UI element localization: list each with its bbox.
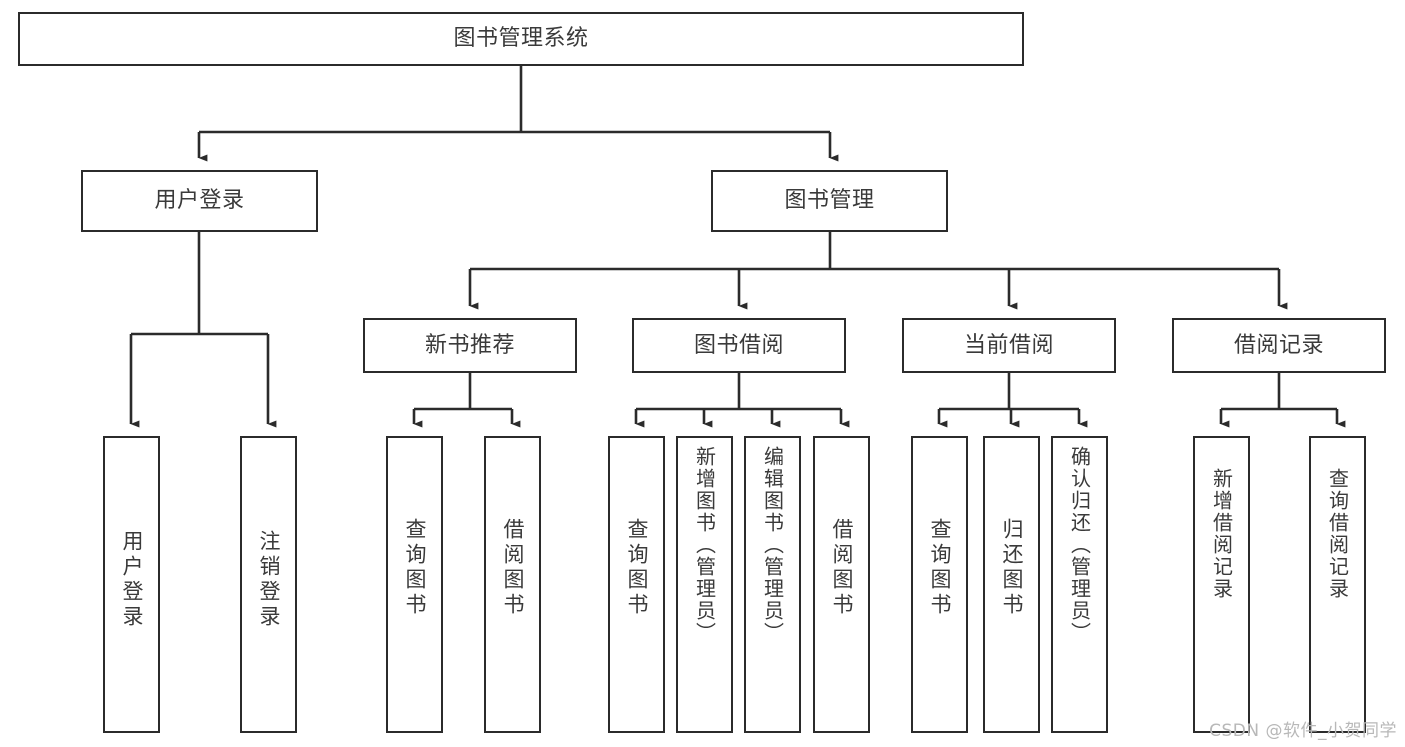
node-leaf-edit-book-label: 编辑图书（管理员） bbox=[760, 446, 785, 644]
node-new-book-rec-label: 新书推荐 bbox=[424, 332, 515, 358]
node-book-borrow-label: 图书借阅 bbox=[693, 332, 784, 358]
node-leaf-confirm-return[interactable]: 确认归还（管理员） bbox=[1051, 436, 1108, 733]
node-leaf-user-login[interactable]: 用户登录 bbox=[103, 436, 160, 733]
edges-new-book-rec-to-leaves bbox=[412, 373, 521, 428]
node-root[interactable]: 图书管理系统 bbox=[18, 12, 1024, 66]
node-borrow-record-label: 借阅记录 bbox=[1233, 332, 1324, 358]
edges-book-borrow-to-leaves bbox=[634, 373, 850, 428]
node-user-login-label: 用户登录 bbox=[154, 188, 245, 214]
node-leaf-query-book-2[interactable]: 查询图书 bbox=[608, 436, 665, 733]
node-book-manage-label: 图书管理 bbox=[784, 188, 875, 214]
node-current-borrow[interactable]: 当前借阅 bbox=[902, 318, 1116, 373]
node-leaf-return-book-label: 归还图书 bbox=[1000, 518, 1024, 618]
node-leaf-user-logout[interactable]: 注销登录 bbox=[240, 436, 297, 733]
node-root-label: 图书管理系统 bbox=[453, 26, 589, 52]
node-user-login[interactable]: 用户登录 bbox=[81, 170, 318, 232]
edges-root-to-level2 bbox=[197, 66, 839, 162]
node-leaf-query-book-3[interactable]: 查询图书 bbox=[911, 436, 968, 733]
node-leaf-add-book[interactable]: 新增图书（管理员） bbox=[676, 436, 733, 733]
edges-borrow-record-to-leaves bbox=[1219, 373, 1346, 428]
node-borrow-record[interactable]: 借阅记录 bbox=[1172, 318, 1386, 373]
node-new-book-rec[interactable]: 新书推荐 bbox=[363, 318, 577, 373]
node-current-borrow-label: 当前借阅 bbox=[963, 332, 1054, 358]
node-leaf-query-book-1[interactable]: 查询图书 bbox=[386, 436, 443, 733]
node-leaf-add-record[interactable]: 新增借阅记录 bbox=[1193, 436, 1250, 733]
node-leaf-borrow-book-2-label: 借阅图书 bbox=[830, 518, 854, 618]
node-leaf-add-record-label: 新增借阅记录 bbox=[1209, 468, 1234, 600]
node-leaf-user-logout-label: 注销登录 bbox=[257, 530, 281, 630]
node-leaf-query-book-1-label: 查询图书 bbox=[403, 518, 427, 618]
node-leaf-borrow-book-2[interactable]: 借阅图书 bbox=[813, 436, 870, 733]
node-leaf-query-book-2-label: 查询图书 bbox=[625, 518, 649, 618]
node-leaf-query-record-label: 查询借阅记录 bbox=[1325, 468, 1350, 600]
node-leaf-edit-book[interactable]: 编辑图书（管理员） bbox=[744, 436, 801, 733]
edges-user-login-to-leaves bbox=[129, 232, 277, 428]
edges-book-manage-to-level3 bbox=[468, 232, 1288, 310]
node-leaf-add-book-label: 新增图书（管理员） bbox=[692, 446, 717, 644]
node-leaf-confirm-return-label: 确认归还（管理员） bbox=[1067, 446, 1092, 644]
csdn-watermark: CSDN @软件_小贺同学 bbox=[1209, 721, 1397, 741]
node-leaf-query-record[interactable]: 查询借阅记录 bbox=[1309, 436, 1366, 733]
node-book-manage[interactable]: 图书管理 bbox=[711, 170, 948, 232]
node-leaf-borrow-book-1[interactable]: 借阅图书 bbox=[484, 436, 541, 733]
node-leaf-user-login-label: 用户登录 bbox=[120, 530, 144, 630]
node-leaf-return-book[interactable]: 归还图书 bbox=[983, 436, 1040, 733]
node-leaf-query-book-3-label: 查询图书 bbox=[928, 518, 952, 618]
node-book-borrow[interactable]: 图书借阅 bbox=[632, 318, 846, 373]
edges-current-borrow-to-leaves bbox=[937, 373, 1088, 428]
node-leaf-borrow-book-1-label: 借阅图书 bbox=[501, 518, 525, 618]
